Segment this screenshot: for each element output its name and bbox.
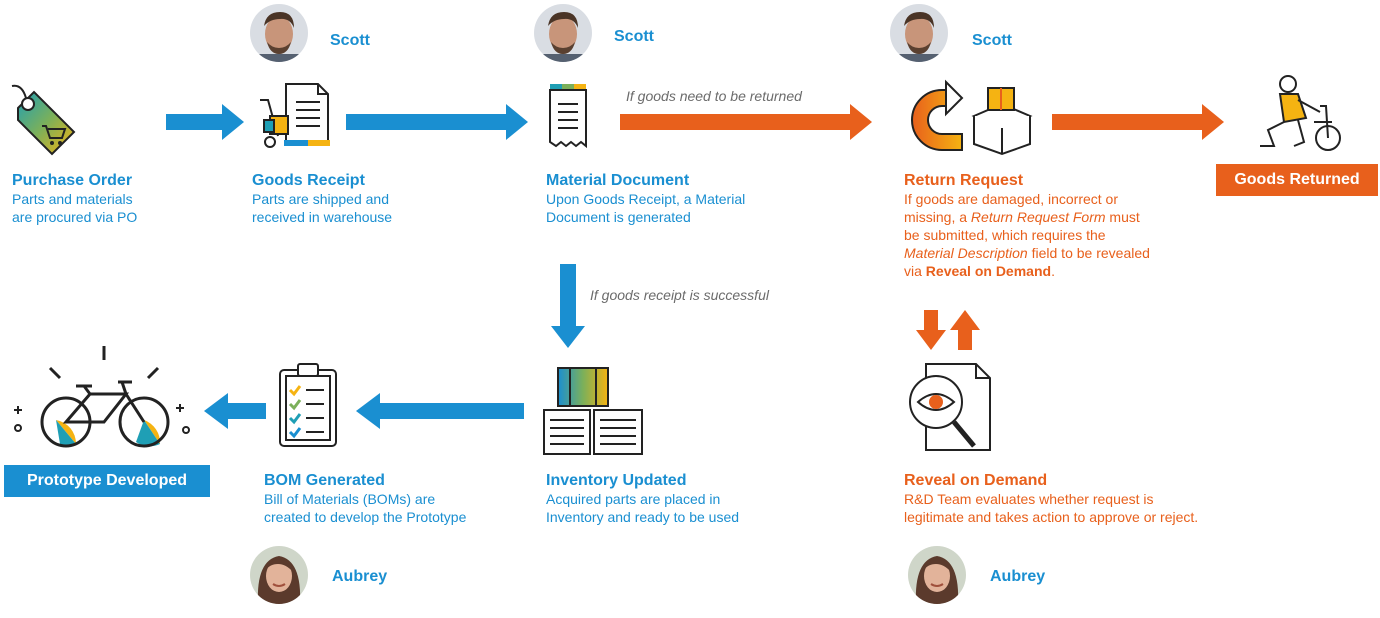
arrow-md-to-inventory bbox=[551, 264, 585, 348]
step-desc-line: Parts are shipped and bbox=[252, 191, 389, 207]
step-desc-line: via Reveal on Demand. bbox=[904, 262, 1150, 280]
step-desc-line: Acquired parts are placed in bbox=[546, 491, 721, 507]
price-tag-cart-icon bbox=[11, 84, 76, 156]
avatar bbox=[908, 546, 966, 604]
text-run: via bbox=[904, 263, 926, 279]
avatar bbox=[890, 4, 948, 62]
step-title: BOM Generated bbox=[264, 472, 385, 489]
step-desc-line: legitimate and takes action to approve o… bbox=[904, 509, 1199, 525]
receipt-icon bbox=[549, 84, 587, 149]
arrow-gr-to-md bbox=[346, 104, 528, 140]
step-desc-line: are procured via PO bbox=[12, 209, 138, 225]
step-bom-generated: BOM Generated Bill of Materials (BOMs) a… bbox=[264, 472, 466, 526]
step-desc-line: Document is generated bbox=[546, 209, 691, 225]
step-desc-line: Material Description field to be reveale… bbox=[904, 244, 1150, 262]
step-title: Reveal on Demand bbox=[904, 472, 1048, 489]
condition-successful: If goods receipt is successful bbox=[590, 287, 769, 303]
step-title: Inventory Updated bbox=[546, 472, 687, 489]
arrow-return-to-reveal bbox=[916, 310, 946, 350]
person-aubrey-reveal: Aubrey bbox=[908, 546, 1045, 604]
text-run: must bbox=[1105, 209, 1140, 225]
arrow-po-to-gr bbox=[166, 104, 244, 140]
step-desc-line: If goods are damaged, incorrect or bbox=[904, 191, 1119, 207]
person-with-bike-icon bbox=[1260, 75, 1341, 151]
text-run-bold: Reveal on Demand bbox=[925, 263, 1052, 279]
arrow-md-to-return bbox=[620, 104, 872, 140]
arrow-reveal-to-return bbox=[950, 310, 980, 350]
person-name: Scott bbox=[614, 28, 654, 45]
return-box-icon bbox=[911, 79, 1033, 156]
document-eye-magnifier-icon bbox=[909, 363, 991, 451]
step-desc-line: be submitted, which requires the bbox=[904, 227, 1106, 243]
bicycle-icon bbox=[14, 346, 190, 448]
avatar bbox=[534, 4, 592, 62]
person-scott-material-document: Scott bbox=[534, 4, 654, 62]
step-desc-line: created to develop the Prototype bbox=[264, 509, 467, 525]
step-desc-line: Inventory and ready to be used bbox=[546, 509, 740, 525]
text-run-italic: Material Description bbox=[904, 245, 1028, 261]
step-reveal-on-demand: Reveal on Demand R&D Team evaluates whet… bbox=[904, 472, 1198, 526]
step-title: Material Document bbox=[546, 172, 690, 189]
person-name: Scott bbox=[330, 32, 370, 49]
clipboard-checklist-icon bbox=[279, 363, 337, 447]
arrow-bom-to-prototype bbox=[204, 393, 266, 429]
goods-returned-badge: Goods Returned bbox=[1216, 164, 1378, 196]
step-purchase-order: Purchase Order Parts and materials are p… bbox=[12, 172, 137, 226]
step-desc-line: R&D Team evaluates whether request is bbox=[904, 491, 1154, 507]
step-title: Purchase Order bbox=[12, 172, 133, 189]
person-scott-goods-receipt: Scott bbox=[250, 4, 370, 62]
condition-returned: If goods need to be returned bbox=[626, 88, 802, 104]
step-title: Return Request bbox=[904, 172, 1024, 189]
step-desc-line: Bill of Materials (BOMs) are bbox=[264, 491, 436, 507]
step-desc-line: Parts and materials bbox=[12, 191, 133, 207]
arrow-inventory-to-bom bbox=[356, 393, 524, 429]
person-scott-return-request: Scott bbox=[890, 4, 1012, 62]
step-return-request: Return Request If goods are damaged, inc… bbox=[904, 172, 1150, 280]
person-name: Scott bbox=[972, 32, 1012, 49]
step-material-document: Material Document Upon Goods Receipt, a … bbox=[546, 172, 745, 226]
person-name: Aubrey bbox=[990, 568, 1046, 585]
avatar bbox=[250, 546, 308, 604]
person-name: Aubrey bbox=[332, 568, 388, 585]
text-run: . bbox=[1051, 263, 1055, 279]
step-goods-receipt: Goods Receipt Parts are shipped and rece… bbox=[252, 172, 392, 226]
step-desc-line: Upon Goods Receipt, a Material bbox=[546, 191, 746, 207]
step-desc-line: missing, a Return Request Form must bbox=[904, 208, 1150, 226]
text-run-italic: Return Request Form bbox=[970, 209, 1106, 225]
hand-truck-document-icon bbox=[260, 83, 330, 148]
prototype-developed-badge: Prototype Developed bbox=[4, 465, 210, 497]
step-desc-line: received in warehouse bbox=[252, 209, 393, 225]
text-run: missing, a bbox=[904, 209, 971, 225]
person-aubrey-bom: Aubrey bbox=[250, 546, 387, 604]
arrow-return-to-returned bbox=[1052, 104, 1224, 140]
step-inventory-updated: Inventory Updated Acquired parts are pla… bbox=[546, 472, 739, 526]
crates-icon bbox=[543, 367, 643, 455]
text-run: field to be revealed bbox=[1027, 245, 1150, 261]
avatar bbox=[250, 4, 308, 62]
step-title: Goods Receipt bbox=[252, 172, 365, 189]
